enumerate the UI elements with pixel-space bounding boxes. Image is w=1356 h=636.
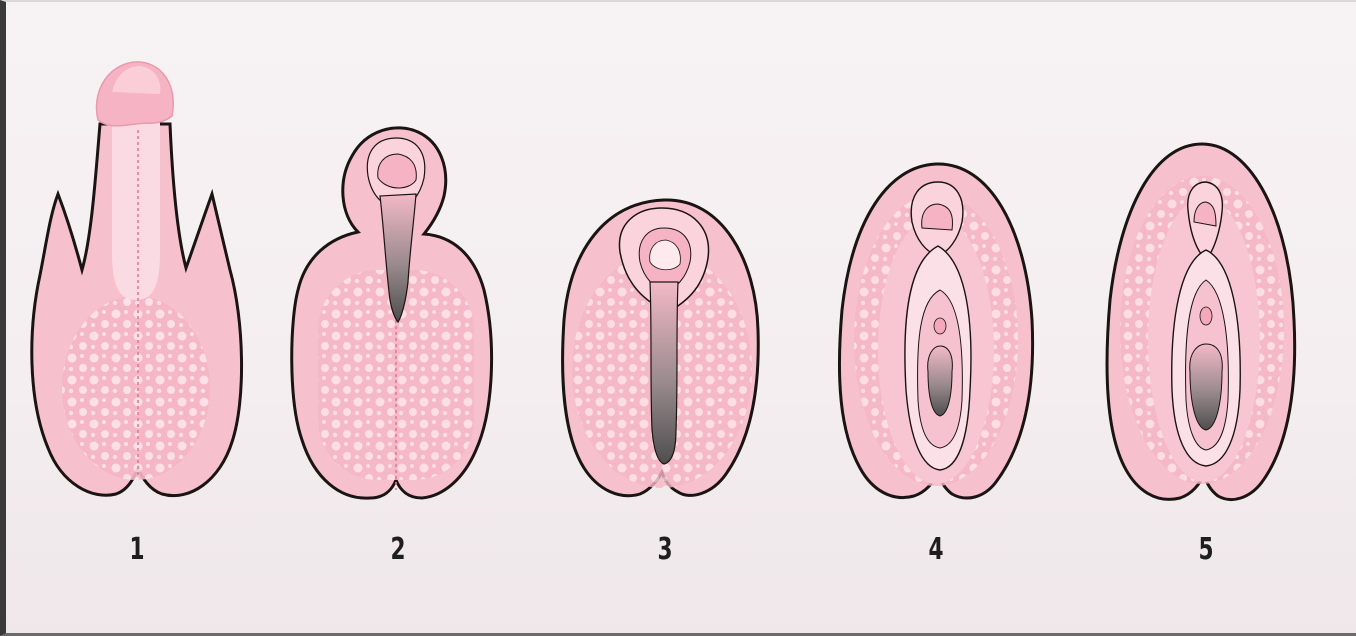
stage-3-urethral-groove <box>650 282 678 464</box>
stage-1-figure <box>32 62 242 496</box>
stage-label-3: 3 <box>651 532 680 567</box>
stage-2-figure <box>292 128 492 498</box>
stage-1-shaft <box>112 120 160 300</box>
stage-5-urethral-opening <box>1200 307 1212 325</box>
stage-4-urethral-opening <box>934 318 946 334</box>
stage-3-figure <box>563 200 759 496</box>
stage-label-5: 5 <box>1192 532 1221 567</box>
stage-label-2: 2 <box>384 532 413 567</box>
stage-5-figure <box>1107 144 1295 500</box>
stage-label-4: 4 <box>922 532 951 567</box>
stage-label-1: 1 <box>123 532 152 567</box>
stage-4-figure <box>839 164 1032 498</box>
